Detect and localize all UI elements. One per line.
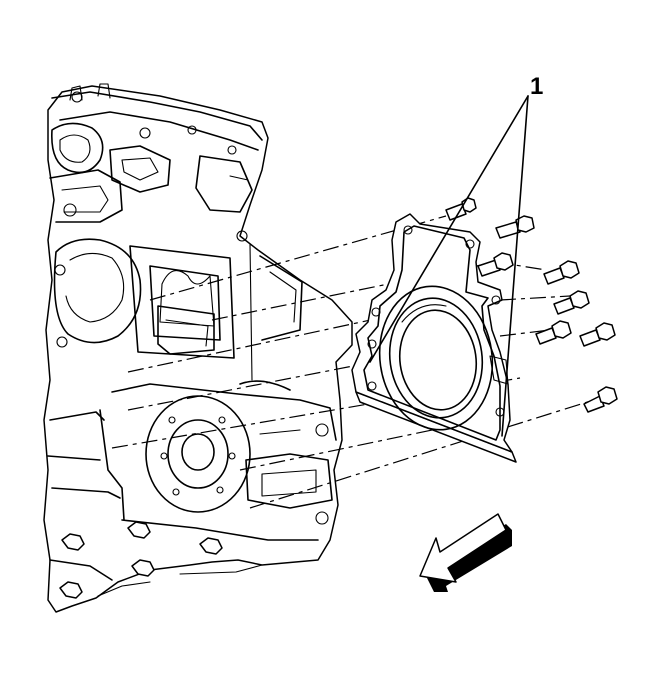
bolt <box>583 386 618 413</box>
direction-arrow <box>419 513 512 592</box>
leader-line <box>501 95 529 437</box>
oil-pan-bolts <box>59 521 223 599</box>
bolt <box>543 260 580 285</box>
callout-1: 1 <box>369 73 543 437</box>
callout-label: 1 <box>530 73 543 100</box>
bolt <box>477 252 514 277</box>
bolt <box>579 322 616 347</box>
leader-line <box>369 95 529 363</box>
seal-housing-bolts <box>445 197 618 413</box>
bolt <box>495 215 535 239</box>
arrow-icon <box>419 513 507 583</box>
bolt <box>535 320 572 345</box>
rear-main-seal-housing <box>351 213 517 463</box>
engine-block <box>43 83 353 613</box>
bolt <box>553 290 590 315</box>
